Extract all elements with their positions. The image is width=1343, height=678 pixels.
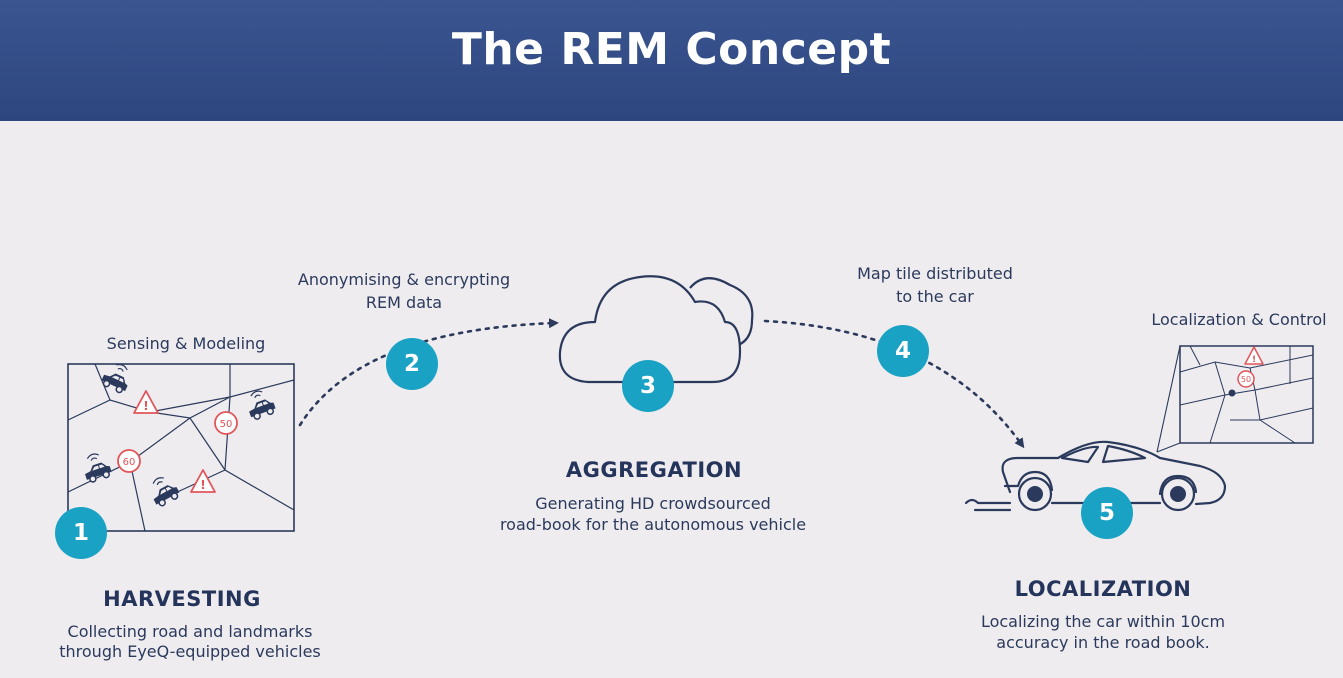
aggregation-heading: AGGREGATION xyxy=(565,458,743,482)
speed-sign-icon: 60 xyxy=(117,449,141,473)
cloud-icon xyxy=(558,275,754,384)
warning-sign-icon: ! xyxy=(190,469,216,493)
map-tile-caption-line2: to the car xyxy=(896,287,974,306)
localization-heading: LOCALIZATION xyxy=(1014,577,1192,601)
warning-sign-icon: ! xyxy=(1244,346,1264,365)
speed-limit-label: 60 xyxy=(123,457,136,468)
map-tile-caption-line1: Map tile distributed xyxy=(857,264,1013,283)
warning-mark: ! xyxy=(143,399,148,413)
step-1-badge: 1 xyxy=(55,507,107,559)
location-marker xyxy=(1228,389,1236,397)
harvesting-heading: HARVESTING xyxy=(103,587,261,611)
step-4-badge: 4 xyxy=(877,325,929,377)
localization-desc-line2: accuracy in the road book. xyxy=(996,633,1210,652)
speed-limit-label: 50 xyxy=(1241,375,1251,384)
page-title: The REM Concept xyxy=(451,24,892,75)
warning-sign-icon: ! xyxy=(133,390,159,414)
step-5-badge: 5 xyxy=(1081,487,1133,539)
sensing-caption: Sensing & Modeling xyxy=(106,334,266,353)
encrypt-caption-line2: REM data xyxy=(365,293,443,312)
car-icon xyxy=(150,475,182,509)
harvesting-desc-line1: Collecting road and landmarks xyxy=(67,622,313,641)
title-bar: The REM Concept xyxy=(0,0,1343,121)
car-icon xyxy=(82,451,114,485)
localization-map: ! 50 xyxy=(1156,345,1314,453)
speed-limit-label: 50 xyxy=(220,419,233,430)
warning-mark: ! xyxy=(200,478,205,492)
speed-sign-icon: 50 xyxy=(214,411,238,435)
step-3-badge: 3 xyxy=(622,360,674,412)
step-2-badge: 2 xyxy=(386,338,438,390)
harvesting-desc-line2: through EyeQ-equipped vehicles xyxy=(59,642,321,661)
aggregation-desc-line2: road-book for the autonomous vehicle xyxy=(499,515,807,534)
localization-control-caption: Localization & Control xyxy=(1151,310,1327,329)
encrypt-caption-line1: Anonymising & encrypting xyxy=(297,270,511,289)
harvesting-map: ! ! 50 60 xyxy=(67,362,295,532)
warning-mark: ! xyxy=(1252,355,1256,365)
speed-sign-icon: 50 xyxy=(1237,370,1255,388)
localization-desc-line1: Localizing the car within 10cm xyxy=(980,612,1226,631)
aggregation-desc-line1: Generating HD crowdsourced xyxy=(535,494,771,513)
